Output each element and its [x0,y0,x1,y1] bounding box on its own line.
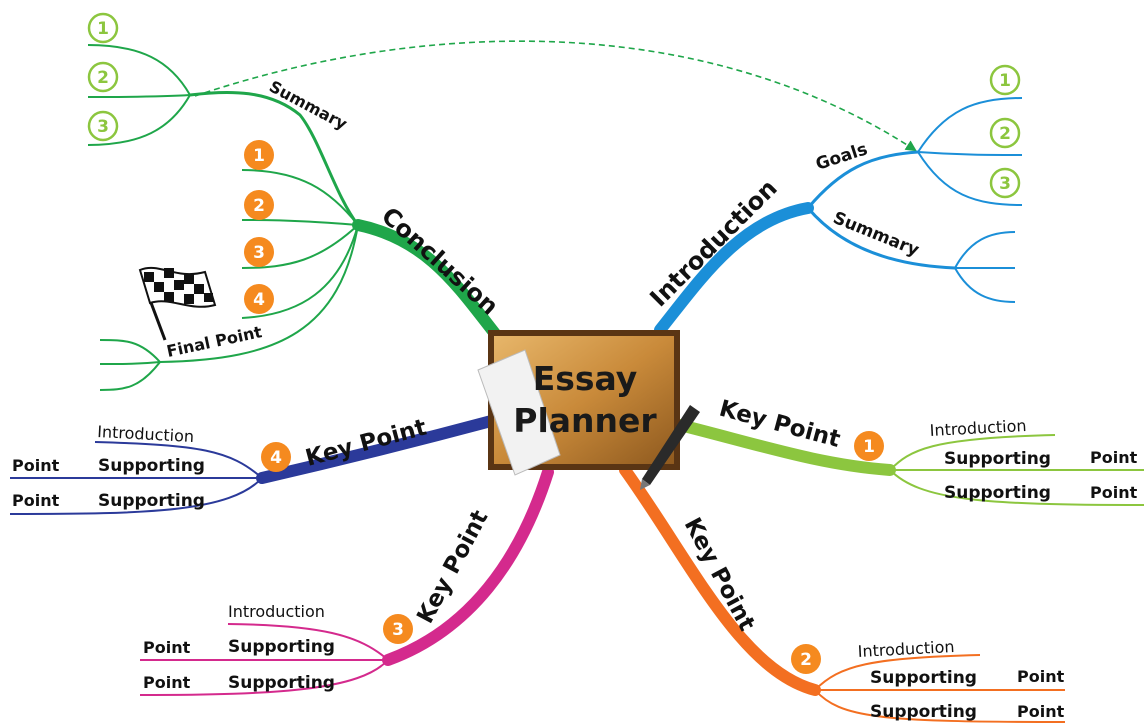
key-point-3-intro[interactable]: Introduction [228,602,325,621]
key-point-3-supporting-2[interactable]: Supporting [228,673,335,693]
svg-text:2: 2 [253,196,265,216]
key-point-2-supporting-1[interactable]: Supporting [870,668,977,688]
key-point-1-supporting-2[interactable]: Supporting [944,483,1051,503]
conclusion-summary-number-1[interactable]: 1 [87,12,119,44]
key-point-3-supporting-1[interactable]: Supporting [228,637,335,657]
key-point-1-branch [674,419,1144,506]
key-point-1-point-1[interactable]: Point [1090,448,1138,467]
key-point-1-point-2[interactable]: Point [1090,483,1138,502]
svg-text:1: 1 [863,437,875,457]
conclusion-trunk [352,219,506,346]
paper-sheet-icon [477,349,561,476]
key-point-4-badge[interactable]: 4 [261,442,291,472]
svg-text:3: 3 [999,174,1011,194]
key-point-3-point-2[interactable]: Point [143,673,191,692]
svg-text:1: 1 [97,19,109,39]
summary-to-goals-arrow [194,40,917,152]
svg-text:4: 4 [270,448,282,468]
key-point-4-supporting-2[interactable]: Supporting [98,491,205,511]
key-point-2-badge[interactable]: 2 [791,644,821,674]
conclusion-point-2-badge[interactable]: 2 [244,190,274,220]
goals-number-3[interactable]: 3 [989,167,1021,199]
conclusion-point-4-badge[interactable]: 4 [244,284,274,314]
conclusion-branch [87,44,506,391]
svg-text:3: 3 [392,620,404,640]
final-point-label[interactable]: Final Point [165,322,264,361]
key-point-2-point-2[interactable]: Point [1017,702,1065,721]
svg-text:1: 1 [999,71,1011,91]
key-point-4-label[interactable]: Key Point [303,415,429,472]
title-line-1: Essay [533,359,638,398]
conclusion-summary-number-3[interactable]: 3 [87,110,119,142]
key-point-4-supporting-1[interactable]: Supporting [98,456,205,476]
goals-number-1[interactable]: 1 [989,64,1021,96]
key-point-4-point-2[interactable]: Point [12,491,60,510]
conclusion-point-1-badge[interactable]: 1 [244,140,274,170]
key-point-1-supporting-1[interactable]: Supporting [944,449,1051,469]
key-point-3-branch [139,466,554,696]
svg-text:1: 1 [253,146,265,166]
conclusion-summary-number-2[interactable]: 2 [87,61,119,93]
key-point-4-point-1[interactable]: Point [12,456,60,475]
key-point-4-branch [9,414,501,515]
key-point-3-badge[interactable]: 3 [383,614,413,644]
introduction-label[interactable]: Introduction [644,174,782,312]
svg-text:3: 3 [97,117,109,137]
introduction-branch [654,97,1023,336]
introduction-trunk [654,202,814,336]
key-point-1-badge[interactable]: 1 [854,431,884,461]
svg-text:4: 4 [253,290,265,310]
pen-icon [640,405,700,490]
key-point-3-label[interactable]: Key Point [412,506,493,628]
conclusion-label[interactable]: Conclusion [376,202,504,321]
key-point-2-supporting-2[interactable]: Supporting [870,702,977,722]
svg-text:3: 3 [253,243,265,263]
central-topic[interactable]: Essay Planner [477,330,700,490]
conclusion-point-3-badge[interactable]: 3 [244,237,274,267]
key-point-3-point-1[interactable]: Point [143,638,191,657]
key-point-2-point-1[interactable]: Point [1017,667,1065,686]
svg-text:2: 2 [999,124,1011,144]
goals-number-2[interactable]: 2 [989,117,1021,149]
svg-text:2: 2 [800,650,812,670]
title-line-2: Planner [513,401,657,440]
checkered-flag-icon [138,266,217,341]
svg-text:2: 2 [97,68,109,88]
key-point-2-branch [619,464,1066,723]
goals-label[interactable]: Goals [813,139,870,174]
